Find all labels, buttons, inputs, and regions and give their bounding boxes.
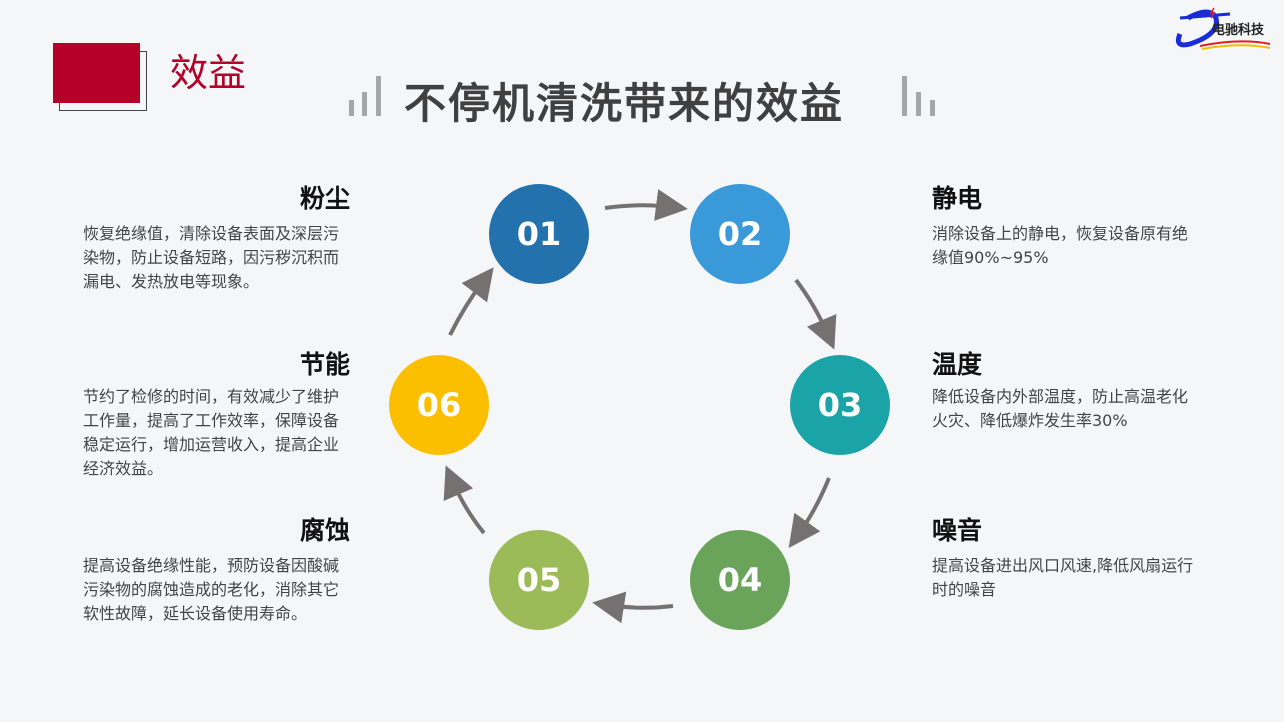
title-bar-deco <box>349 100 354 116</box>
arrow-02-03 <box>794 278 837 350</box>
step-circle-05: 05 <box>489 530 589 630</box>
title-bar-deco <box>916 92 921 116</box>
arrow-01-02 <box>604 189 688 221</box>
step-title-dust: 粉尘 <box>299 184 350 213</box>
step-circle-06: 06 <box>389 355 489 455</box>
section-label: 效益 <box>170 51 247 95</box>
company-logo: 电驰科技 <box>1170 4 1275 54</box>
title-bar-deco <box>362 92 367 116</box>
step-circle-04: 04 <box>690 530 790 630</box>
step-title-energy: 节能 <box>299 350 350 379</box>
step-desc-static: 消除设备上的静电，恢复设备原有绝缘值90%~95% <box>932 224 1189 267</box>
step-title-noise: 噪音 <box>932 516 983 545</box>
step-circle-02: 02 <box>690 184 790 284</box>
step-desc-noise: 提高设备进出风口风速,降低风扇运行时的噪音 <box>932 556 1194 599</box>
step-desc-dust: 恢复绝缘值，清除设备表面及深层污染物，防止设备短路，因污秽沉积而漏电、发热放电等… <box>83 224 340 291</box>
step-desc-energy: 节约了检修的时间，有效减少了维护工作量，提高了工作效率，保障设备稳定运行，增加运… <box>83 387 340 478</box>
title-decoration-box <box>53 43 140 103</box>
arrow-06-01 <box>448 267 494 336</box>
arrow-04-05 <box>592 591 674 624</box>
arrow-03-04 <box>788 477 831 548</box>
title-bar-deco <box>930 100 935 116</box>
arrow-05-06 <box>443 465 486 535</box>
title-bar-deco <box>902 76 907 116</box>
step-title-static: 静电 <box>932 184 983 213</box>
logo-text: 电驰科技 <box>1212 22 1265 38</box>
step-circle-03: 03 <box>790 355 890 455</box>
step-title-temperature: 温度 <box>932 350 983 379</box>
step-desc-temperature: 降低设备内外部温度，防止高温老化火灾、降低爆炸发生率30% <box>932 387 1189 430</box>
step-circle-01: 01 <box>489 184 589 284</box>
page-title: 不停机清洗带来的效益 <box>404 79 845 128</box>
title-bar-deco <box>376 76 381 116</box>
step-desc-corrosion: 提高设备绝缘性能，预防设备因酸碱污染物的腐蚀造成的老化，消除其它软性故障，延长设… <box>83 556 340 623</box>
step-title-corrosion: 腐蚀 <box>299 516 350 545</box>
